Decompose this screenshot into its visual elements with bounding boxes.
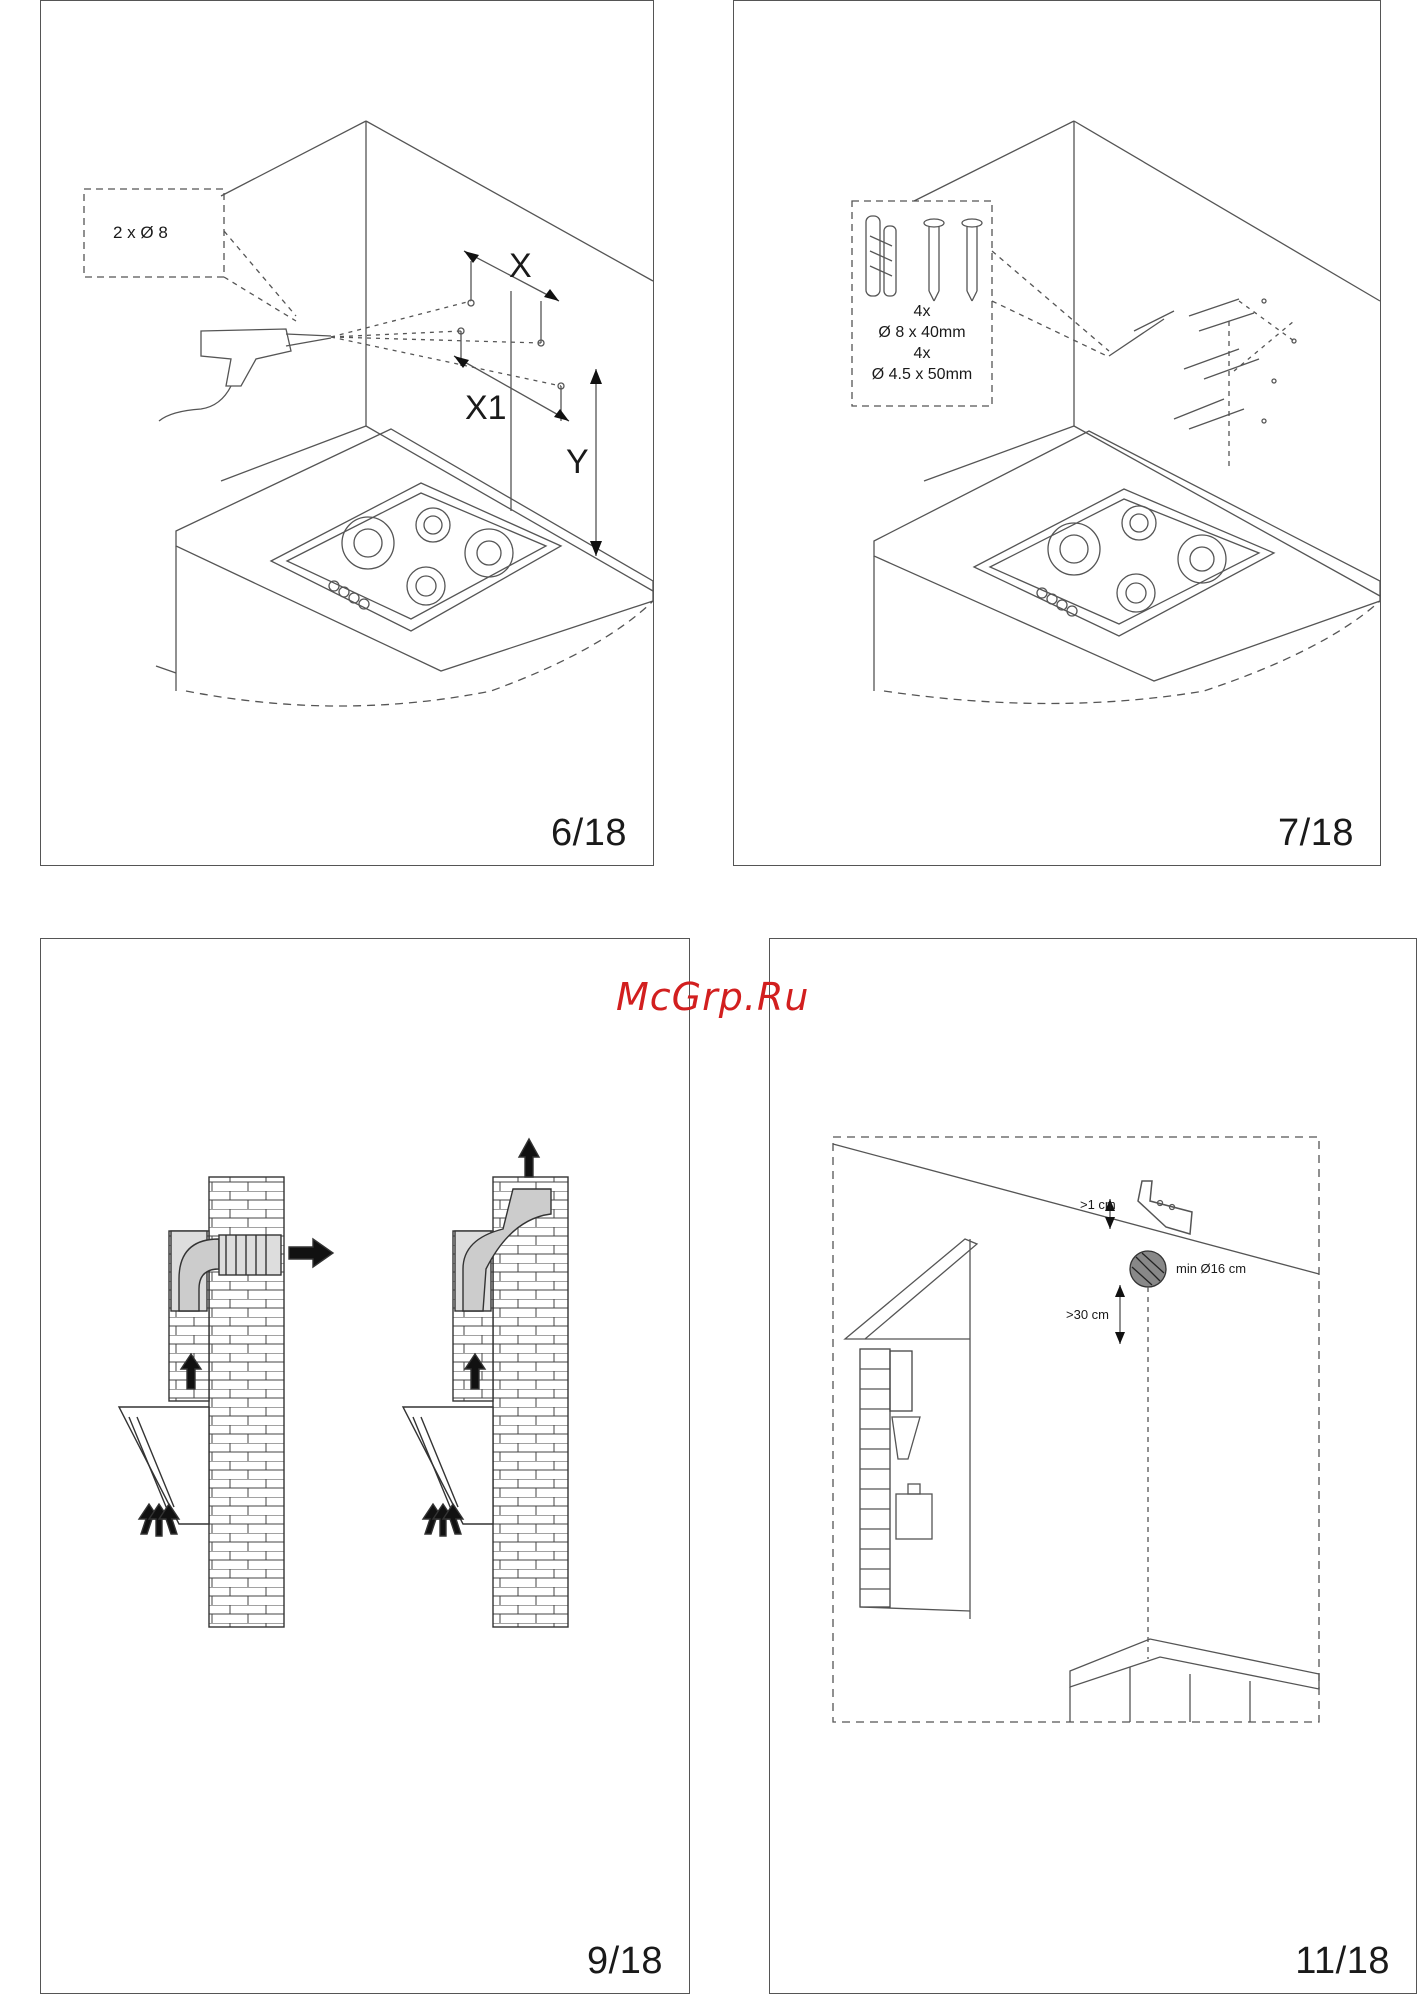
panel-step-6: 2 x Ø 8 X X1 Y 6/18 [40,0,654,866]
panel-step-9: 9/18 [40,938,690,1994]
ducting-illustration [41,939,691,1995]
panel-step-7: 4x Ø 8 x 40mm 4x Ø 4.5 x 50mm 7/18 [733,0,1381,866]
bracket-gap-label: >1 cm [1080,1197,1116,1212]
fixings-spec: 4x Ø 8 x 40mm 4x Ø 4.5 x 50mm [852,301,992,385]
duct-diameter-label: min Ø16 cm [1176,1261,1246,1276]
drill-hole-callout: 2 x Ø 8 [113,223,168,243]
spec-screw-qty: 4x [852,343,992,364]
page-number: 11/18 [1295,1940,1390,1983]
screws-anchors-illustration [734,1,1382,867]
watermark-text: McGrp.Ru [616,975,809,1019]
spec-screw-size: Ø 4.5 x 50mm [852,364,992,385]
panel-step-11: >1 cm min Ø16 cm >30 cm 11/18 [769,938,1417,1994]
page-number: 9/18 [587,1940,663,1983]
dimension-x-label: X [509,247,532,286]
drilling-illustration [41,1,655,867]
page-number: 7/18 [1278,812,1354,855]
spec-anchor-qty: 4x [852,301,992,322]
page-number: 6/18 [551,812,627,855]
dimension-x1-label: X1 [465,389,507,428]
spec-anchor-size: Ø 8 x 40mm [852,322,992,343]
clearance-distance-label: >30 cm [1066,1307,1109,1322]
dimension-y-label: Y [566,443,589,482]
wall-clearance-illustration [770,939,1418,1995]
